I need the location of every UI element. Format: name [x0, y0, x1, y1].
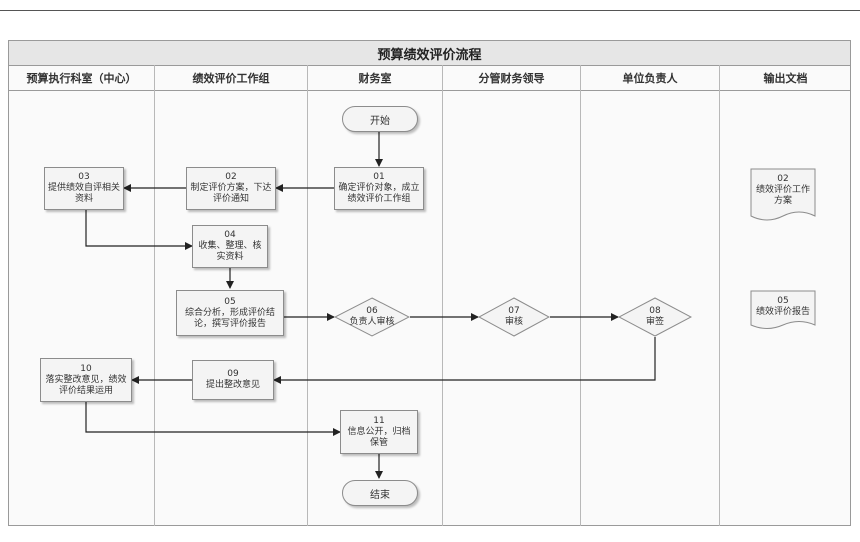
step-07-number: 07 [508, 306, 520, 316]
diamond-shape [478, 297, 550, 337]
lane-output-docs: 输出文档 [720, 65, 851, 526]
step-08-decision: 08 审签 [618, 297, 692, 337]
step-11-number: 11 [373, 415, 385, 426]
diamond-shape [618, 297, 692, 337]
arrow-08-to-09 [273, 337, 656, 384]
lane-header-finance-leader: 分管财务领导 [443, 65, 580, 91]
lane-header-output-docs: 输出文档 [720, 65, 851, 91]
step-06-decision: 06 负责人审核 [334, 297, 410, 337]
lane-finance-office: 财务室 [308, 65, 443, 526]
step-04-box: 04 收集、整理、核实资料 [192, 225, 268, 268]
arrow-03-to-04 [85, 210, 193, 250]
lane-unit-head: 单位负责人 [581, 65, 720, 526]
step-05-label: 综合分析，形成评价结论，撰写评价报告 [184, 307, 275, 329]
end-terminal: 结束 [342, 480, 418, 506]
step-10-box: 10 落实整改意见，绩效评价结果运用 [40, 358, 132, 402]
step-09-label: 提出整改意见 [205, 380, 260, 390]
lane-budget-dept: 预算执行科室（中心） [9, 65, 155, 526]
step-04-label: 收集、整理、核实资料 [198, 241, 262, 262]
step-03-label: 提供绩效自评相关资料 [48, 183, 121, 204]
step-08-label: 审签 [645, 317, 664, 327]
arrow-10-to-11 [85, 402, 341, 436]
lane-finance-leader: 分管财务领导 [443, 65, 581, 526]
flowchart-frame: 预算绩效评价流程 预算执行科室（中心） 绩效评价工作组 财务室 分管财务领导 单… [8, 40, 851, 526]
step-06-number: 06 [366, 306, 378, 316]
step-10-number: 10 [80, 363, 92, 374]
step-01-number: 01 [373, 172, 385, 182]
step-11-label: 信息公开，归档保管 [347, 426, 411, 448]
step-02-box: 02 制定评价方案，下达评价通知 [186, 167, 276, 210]
diamond-shape [334, 297, 410, 337]
step-02-number: 02 [225, 172, 237, 182]
doc-02-number: 02 [777, 174, 789, 184]
document-icon [750, 168, 816, 221]
doc-02-label: 绩效评价工作方案 [755, 185, 810, 206]
lane-header-eval-group: 绩效评价工作组 [155, 65, 307, 91]
flowchart-title: 预算绩效评价流程 [9, 41, 850, 66]
step-10-label: 落实整改意见，绩效评价结果运用 [45, 374, 127, 396]
step-05-number: 05 [224, 296, 236, 307]
doc-02-work-plan: 02 绩效评价工作方案 [750, 168, 816, 224]
doc-05-report: 05 绩效评价报告 [750, 290, 816, 332]
step-07-label: 审核 [504, 317, 523, 327]
top-rule [0, 10, 860, 11]
lane-eval-group: 绩效评价工作组 [155, 65, 308, 526]
step-04-number: 04 [224, 230, 236, 240]
step-02-label: 制定评价方案，下达评价通知 [190, 183, 272, 204]
start-terminal: 开始 [342, 106, 418, 132]
step-03-box: 03 提供绩效自评相关资料 [44, 167, 124, 210]
step-08-number: 08 [649, 306, 661, 316]
step-05-box: 05 综合分析，形成评价结论，撰写评价报告 [176, 290, 284, 336]
step-03-number: 03 [78, 172, 90, 182]
step-09-box: 09 提出整改意见 [192, 360, 274, 400]
step-01-label: 确定评价对象，成立绩效评价工作组 [338, 183, 420, 204]
step-01-box: 01 确定评价对象，成立绩效评价工作组 [334, 167, 424, 210]
doc-05-label: 绩效评价报告 [755, 307, 810, 317]
step-11-box: 11 信息公开，归档保管 [340, 410, 418, 454]
step-07-decision: 07 审核 [478, 297, 550, 337]
lane-header-finance-office: 财务室 [308, 65, 442, 91]
step-06-label: 负责人审核 [349, 317, 395, 327]
doc-05-number: 05 [777, 296, 789, 306]
document-icon [750, 290, 816, 329]
lane-header-unit-head: 单位负责人 [581, 65, 719, 91]
step-09-number: 09 [227, 369, 239, 379]
lane-header-budget-dept: 预算执行科室（中心） [9, 65, 154, 91]
